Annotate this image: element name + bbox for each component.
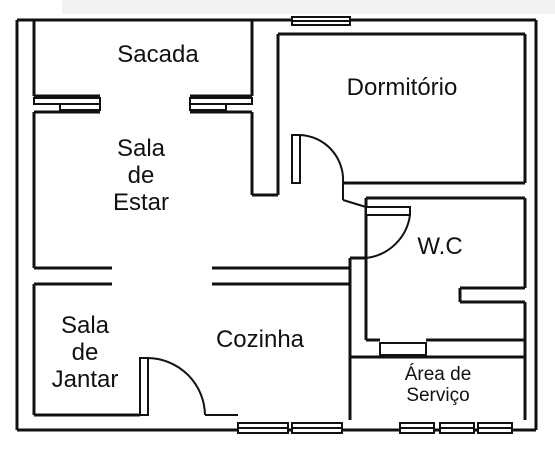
area-servico-door [379,342,427,356]
sacada-walls [32,20,254,114]
label-sala-estar: Sala de Estar [96,135,186,217]
label-area-servico: Área de Serviço [378,364,498,407]
label-sala-jantar-line-3: Jantar [51,365,119,393]
label-sala-estar-line-3: Estar [112,188,169,216]
label-sacada: Sacada [117,41,199,68]
dormitorio-door [291,134,345,200]
area-servico-walls [348,357,527,420]
wc-walls [364,196,527,357]
cozinha-walls [212,256,525,359]
bottom-windows [237,422,513,434]
label-wc: W.C [417,233,463,260]
label-area-servico-line-2: Serviço [406,385,470,407]
top-margin-band [62,0,555,14]
sala-jantar-walls [32,282,350,417]
label-sala-estar-line-1: Sala [116,135,166,162]
label-sala-jantar: Sala de Jantar [40,312,130,394]
sala-estar-walls [32,112,278,270]
window-top [291,16,351,26]
dormitorio-walls [276,32,527,195]
label-area-servico-line-1: Área de [404,364,472,385]
wc-door [342,199,411,259]
entrance-door [139,357,238,416]
label-cozinha: Cozinha [215,326,305,353]
sacada-door-jambs [33,97,253,111]
label-sala-jantar-line-2: de [71,338,99,366]
label-sala-jantar-line-1: Sala [60,312,110,339]
label-sala-estar-line-2: de [127,161,155,189]
label-dormitorio: Dormitório [346,74,458,101]
